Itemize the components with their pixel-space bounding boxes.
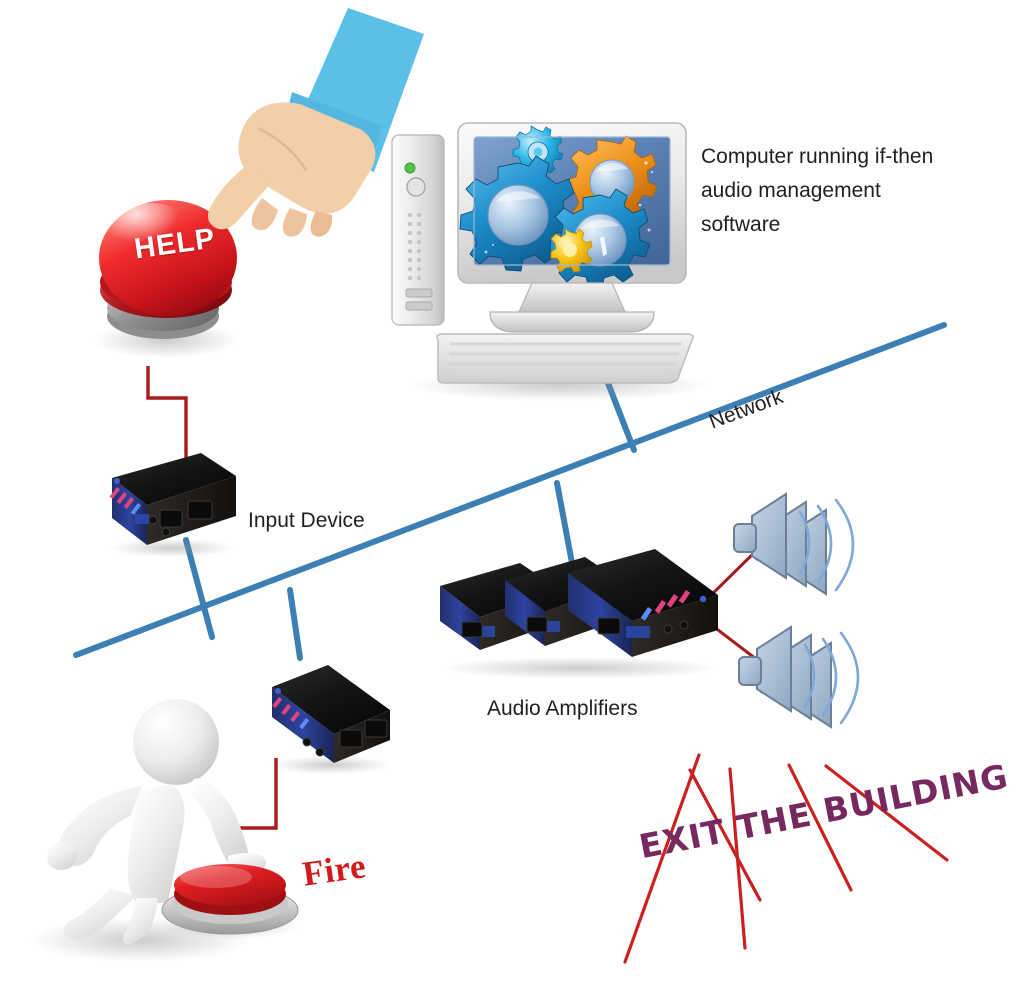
computer-tower bbox=[391, 134, 445, 326]
figure-leg-left bbox=[63, 888, 136, 939]
power-button-icon bbox=[406, 177, 426, 197]
figure-arm-left bbox=[57, 786, 142, 867]
device-top-face bbox=[112, 453, 236, 505]
hand-thumb-crease bbox=[257, 126, 308, 171]
label-audio-amplifiers: Audio Amplifiers bbox=[487, 697, 638, 720]
input-device-top[interactable] bbox=[109, 453, 236, 557]
fire-button[interactable] bbox=[160, 864, 300, 939]
hand-finger-2 bbox=[251, 198, 278, 231]
trigger-line-help bbox=[146, 366, 188, 463]
computer-keyboard bbox=[436, 333, 694, 384]
hand-finger-3 bbox=[282, 208, 307, 237]
audio-broadcast-rays bbox=[623, 753, 949, 964]
speaker-group-upper[interactable] bbox=[733, 492, 855, 596]
audio-amplifiers[interactable] bbox=[440, 549, 720, 679]
computer-monitor bbox=[457, 122, 687, 333]
monitor-base bbox=[489, 311, 655, 333]
drop-line-amplifiers bbox=[554, 480, 575, 566]
device-led-indicators bbox=[109, 478, 149, 524]
computer[interactable] bbox=[391, 122, 710, 401]
pointing-hand bbox=[207, 8, 424, 237]
amplifier-1 bbox=[568, 549, 718, 657]
speaker-4 bbox=[738, 625, 792, 713]
amplifier-led-indicators bbox=[640, 590, 707, 621]
figure-torso bbox=[127, 784, 185, 906]
label-computer: Computer running if-then audio managemen… bbox=[701, 145, 934, 236]
figure-arm-right bbox=[184, 778, 250, 868]
monitor-stand bbox=[517, 282, 627, 313]
hand-finger-4 bbox=[310, 211, 333, 237]
device-front-face bbox=[112, 478, 147, 545]
drop-line-input-bottom bbox=[287, 587, 303, 661]
gears-graphic bbox=[459, 125, 658, 290]
speaker-group-lower[interactable] bbox=[738, 625, 860, 729]
figure-head bbox=[133, 699, 219, 785]
network-backbone-line bbox=[73, 322, 947, 658]
device-ports bbox=[159, 500, 213, 528]
hand-palm bbox=[238, 102, 376, 214]
label-input-device: Input Device bbox=[248, 509, 365, 532]
device-led-indicators-2 bbox=[272, 688, 310, 730]
sound-waves-upper bbox=[798, 498, 855, 592]
power-led-icon bbox=[404, 162, 416, 174]
speaker-1 bbox=[733, 492, 787, 580]
sound-waves-lower bbox=[803, 631, 860, 725]
hand-index-finger bbox=[207, 163, 272, 230]
input-device-bottom[interactable] bbox=[270, 665, 390, 774]
figure-leg-right bbox=[123, 898, 158, 945]
fire-button-top bbox=[174, 864, 286, 906]
help-button[interactable] bbox=[94, 200, 238, 358]
figure-hand-left bbox=[47, 840, 78, 870]
